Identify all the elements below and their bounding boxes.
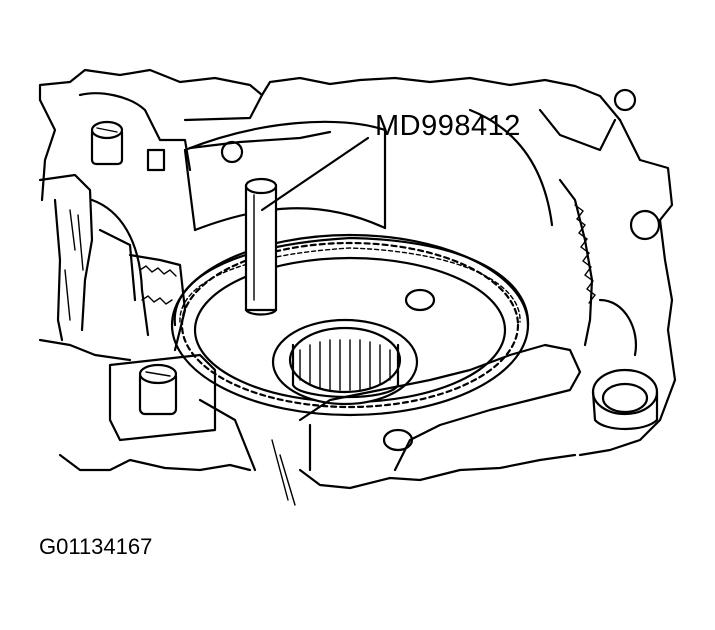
retainer-band [183,120,387,232]
case-outline [38,68,677,490]
clutch-hub [271,288,436,406]
right-side-features [468,88,661,430]
figure-id: G01134167 [39,534,153,559]
upper-left-cover [78,92,332,172]
left-mechanism [38,173,187,362]
callout-leader-line [260,136,370,212]
tool-callout-label: MD998412 [375,110,521,142]
lower-bracket [198,343,582,506]
lower-left-bolt [108,353,217,442]
special-tool-rod [244,177,278,316]
